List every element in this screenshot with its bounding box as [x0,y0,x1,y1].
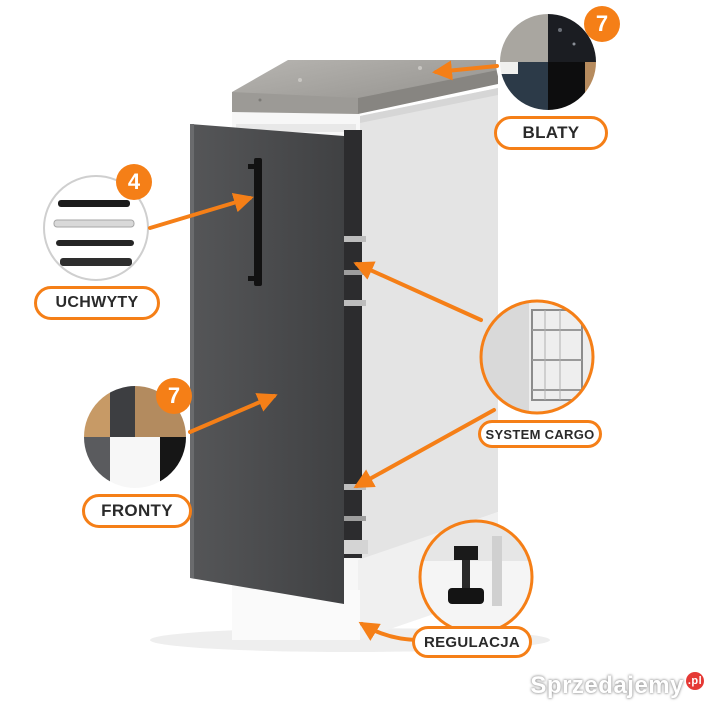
bar-handle [254,158,262,286]
handles-samples-thumbnail [43,175,149,281]
countertop [232,60,498,114]
regulacja-label: REGULACJA [412,626,532,658]
cargo-system-thumbnail [479,299,595,415]
system-cargo-label: SYSTEM CARGO [478,420,602,448]
fronty-label: FRONTY [82,494,192,528]
sprzedajemy-watermark: Sprzedajemy.pl [530,672,704,700]
fronty-count-badge: 7 [156,378,192,414]
blaty-count-badge: 7 [584,6,620,42]
arrow-to-handle [148,193,254,230]
uchwyty-label: UCHWYTY [34,286,160,320]
callout-arrows [148,60,499,642]
cabinet-door [190,124,344,604]
blaty-label: BLATY [494,116,608,150]
watermark-text: Sprzedajemy [530,672,684,699]
arrow-to-cargo-top [353,261,483,322]
arrow-to-front [188,393,278,434]
watermark-tld-badge: .pl [686,672,704,690]
leveling-foot-thumbnail [418,519,534,635]
uchwyty-count-badge: 4 [116,164,152,200]
arrow-to-cargo-bottom [353,408,496,488]
arrow-to-countertop [432,60,499,81]
